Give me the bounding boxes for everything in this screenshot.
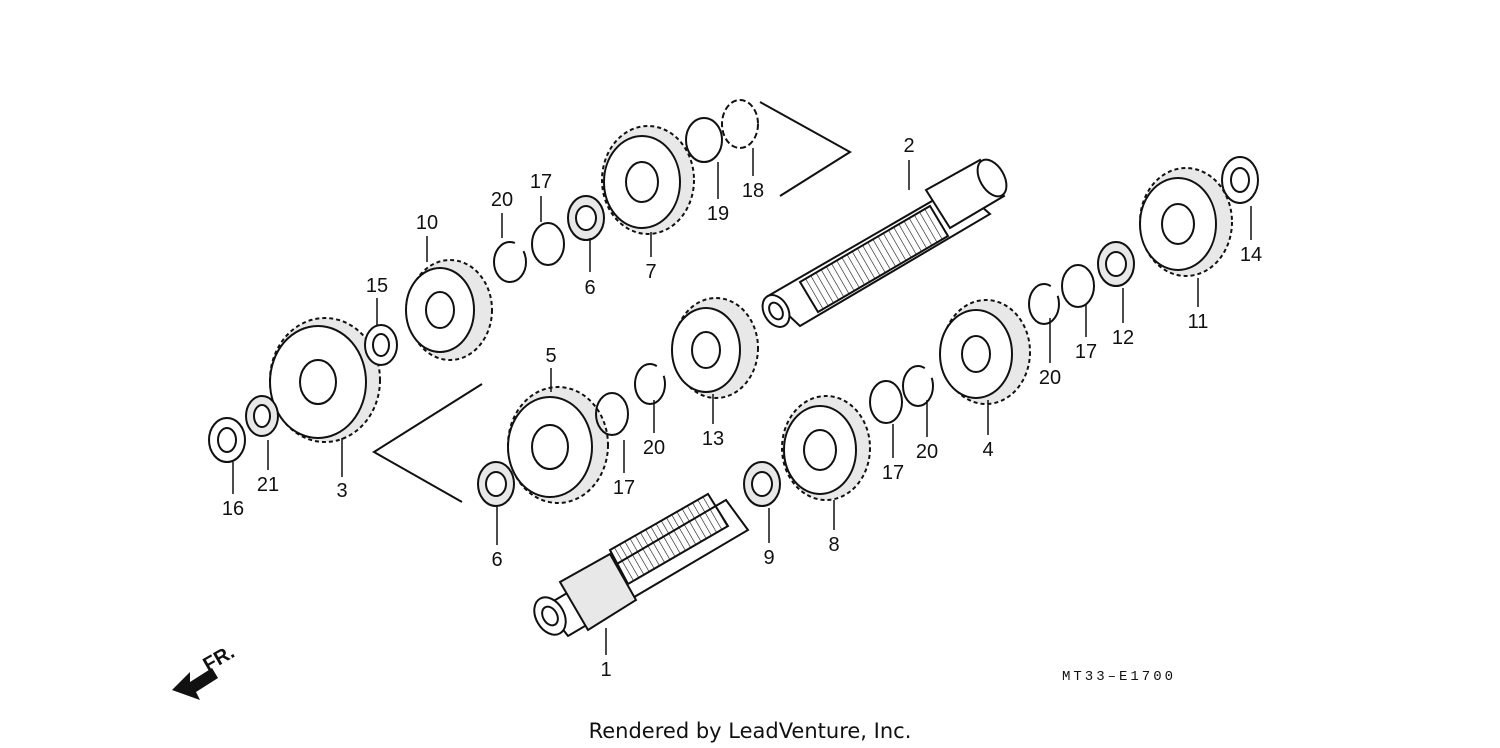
front-direction-arrow-icon: [172, 668, 218, 700]
callout-label-part-15: 15: [366, 275, 388, 297]
gear-3: [269, 317, 381, 443]
footer-credit: Rendered by LeadVenture, Inc.: [589, 719, 912, 743]
washer-18: [721, 99, 759, 149]
bearing-6b: [477, 461, 515, 507]
callout-label-part-16: 16: [222, 498, 244, 520]
circlip-20d: [1028, 283, 1060, 325]
washer-17a: [531, 222, 565, 266]
gear-4: [939, 299, 1031, 405]
callout-label-part-17: 17: [882, 462, 904, 484]
gear-10: [405, 259, 493, 361]
callout-label-part-17: 17: [613, 477, 635, 499]
diagram-code: MT33–E1700: [1062, 669, 1176, 685]
callout-label-part-21: 21: [257, 474, 279, 496]
callout-label-part-20: 20: [491, 189, 513, 211]
callout-label-part-12: 12: [1112, 327, 1134, 349]
callout-label-part-20: 20: [643, 437, 665, 459]
callout-label-part-2: 2: [903, 135, 914, 157]
callout-label-part-4: 4: [982, 439, 993, 461]
washer-17b: [595, 392, 629, 436]
washer-17d: [1061, 264, 1095, 308]
washer-15: [364, 324, 398, 366]
gear-11: [1139, 167, 1233, 277]
bearing-21: [245, 395, 279, 437]
callout-label-part-19: 19: [707, 203, 729, 225]
callout-label-part-20: 20: [916, 441, 938, 463]
callout-label-part-20: 20: [1039, 367, 1061, 389]
callout-label-part-10: 10: [416, 212, 438, 234]
washer-19: [685, 117, 723, 163]
circlip-20b: [634, 363, 666, 405]
callout-label-part-3: 3: [336, 480, 347, 502]
gear-13: [671, 297, 759, 399]
callout-label-part-1: 1: [600, 659, 611, 681]
mainshaft-1: [533, 492, 750, 638]
countershaft-2: [761, 158, 1008, 328]
callout-label-part-9: 9: [763, 547, 774, 569]
callout-label-part-7: 7: [645, 261, 656, 283]
gear-5: [507, 386, 609, 504]
callout-label-part-11: 11: [1188, 311, 1209, 333]
callout-label-part-5: 5: [545, 345, 556, 367]
callout-label-part-6: 6: [584, 277, 595, 299]
assembly-bracket-lines: [372, 101, 852, 503]
bearing-12: [1097, 241, 1135, 287]
circlip-20a: [493, 241, 527, 283]
callout-labels: 1234566789101112131415161717171718192020…: [222, 135, 1262, 681]
bushing-9: [743, 461, 781, 507]
callout-label-part-14: 14: [1240, 244, 1262, 266]
front-direction-label: FR.: [200, 641, 239, 676]
washer-14: [1221, 156, 1259, 204]
gear-8: [781, 395, 871, 501]
callout-label-part-8: 8: [828, 534, 839, 556]
callout-label-part-17: 17: [1075, 341, 1097, 363]
washer-16: [208, 417, 246, 463]
gear-7: [601, 125, 695, 235]
callout-label-part-13: 13: [702, 428, 724, 450]
circlip-20c: [902, 365, 934, 407]
bearing-6a: [567, 195, 605, 241]
callout-label-part-17: 17: [530, 171, 552, 193]
washer-17c: [869, 380, 903, 424]
callout-label-part-6: 6: [491, 549, 502, 571]
callout-label-part-18: 18: [742, 180, 764, 202]
